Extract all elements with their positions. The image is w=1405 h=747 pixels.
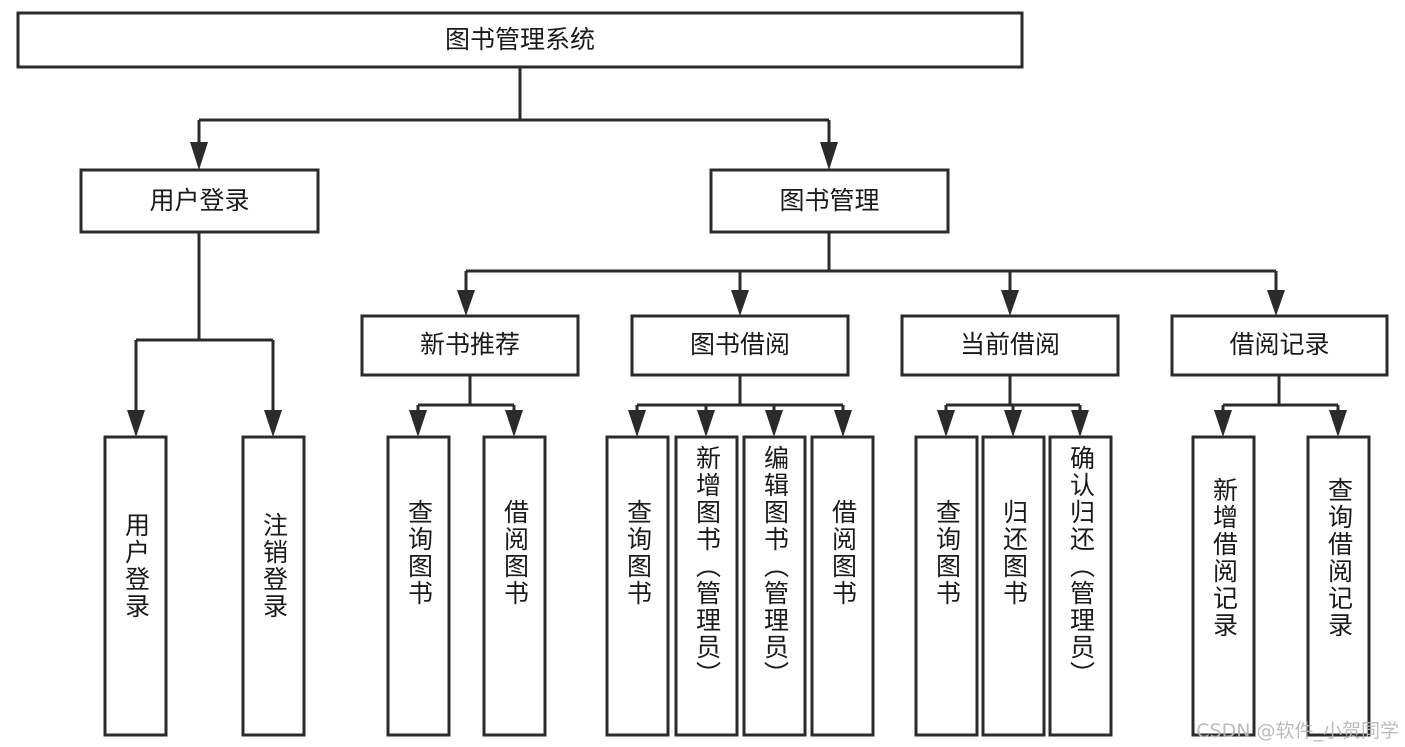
node-new-book-recommend-label: 新书推荐	[420, 330, 520, 359]
connector-borrow-record-children	[1214, 375, 1347, 437]
node-root[interactable]	[16, 11, 1024, 69]
leaf-borrow-record-0[interactable]	[1191, 435, 1256, 737]
leaf-book-borrow-1[interactable]	[674, 435, 739, 737]
node-book-manage-label: 图书管理	[779, 186, 879, 215]
leaf-user-login-0[interactable]	[103, 435, 168, 737]
node-current-borrow-label: 当前借阅	[960, 330, 1060, 359]
connector-root-trunk	[190, 67, 838, 170]
node-new-book-recommend[interactable]	[360, 314, 580, 377]
node-user-login-label: 用户登录	[149, 186, 249, 215]
leaf-new-book-0[interactable]	[386, 435, 451, 737]
leaf-book-borrow-3[interactable]	[810, 435, 875, 737]
csdn-watermark: CSDN @软件_小贺同学	[1196, 720, 1399, 742]
node-borrow-record[interactable]	[1170, 314, 1389, 377]
node-current-borrow[interactable]	[900, 314, 1120, 377]
node-borrow-record-label: 借阅记录	[1229, 330, 1329, 359]
node-book-borrow-label: 图书借阅	[690, 330, 790, 359]
node-user-login[interactable]	[79, 168, 320, 234]
node-book-manage[interactable]	[709, 168, 950, 234]
node-book-borrow[interactable]	[630, 314, 850, 377]
connector-current-borrow-children	[937, 375, 1089, 437]
leaf-borrow-record-1[interactable]	[1306, 435, 1371, 737]
leaf-current-borrow-1[interactable]	[981, 435, 1046, 737]
connector-user-login-children	[127, 232, 282, 437]
connector-book-manage-children	[457, 232, 1285, 316]
connector-new-book-children	[409, 375, 523, 437]
connector-book-borrow-children	[628, 375, 852, 437]
node-root-label: 图书管理系统	[445, 25, 595, 54]
leaf-book-borrow-2[interactable]	[742, 435, 807, 737]
leaf-current-borrow-0[interactable]	[914, 435, 979, 737]
leaf-user-login-1[interactable]	[241, 435, 306, 737]
leaf-book-borrow-0[interactable]	[605, 435, 670, 737]
leaf-current-borrow-2[interactable]	[1048, 435, 1113, 737]
leaf-new-book-1[interactable]	[482, 435, 547, 737]
